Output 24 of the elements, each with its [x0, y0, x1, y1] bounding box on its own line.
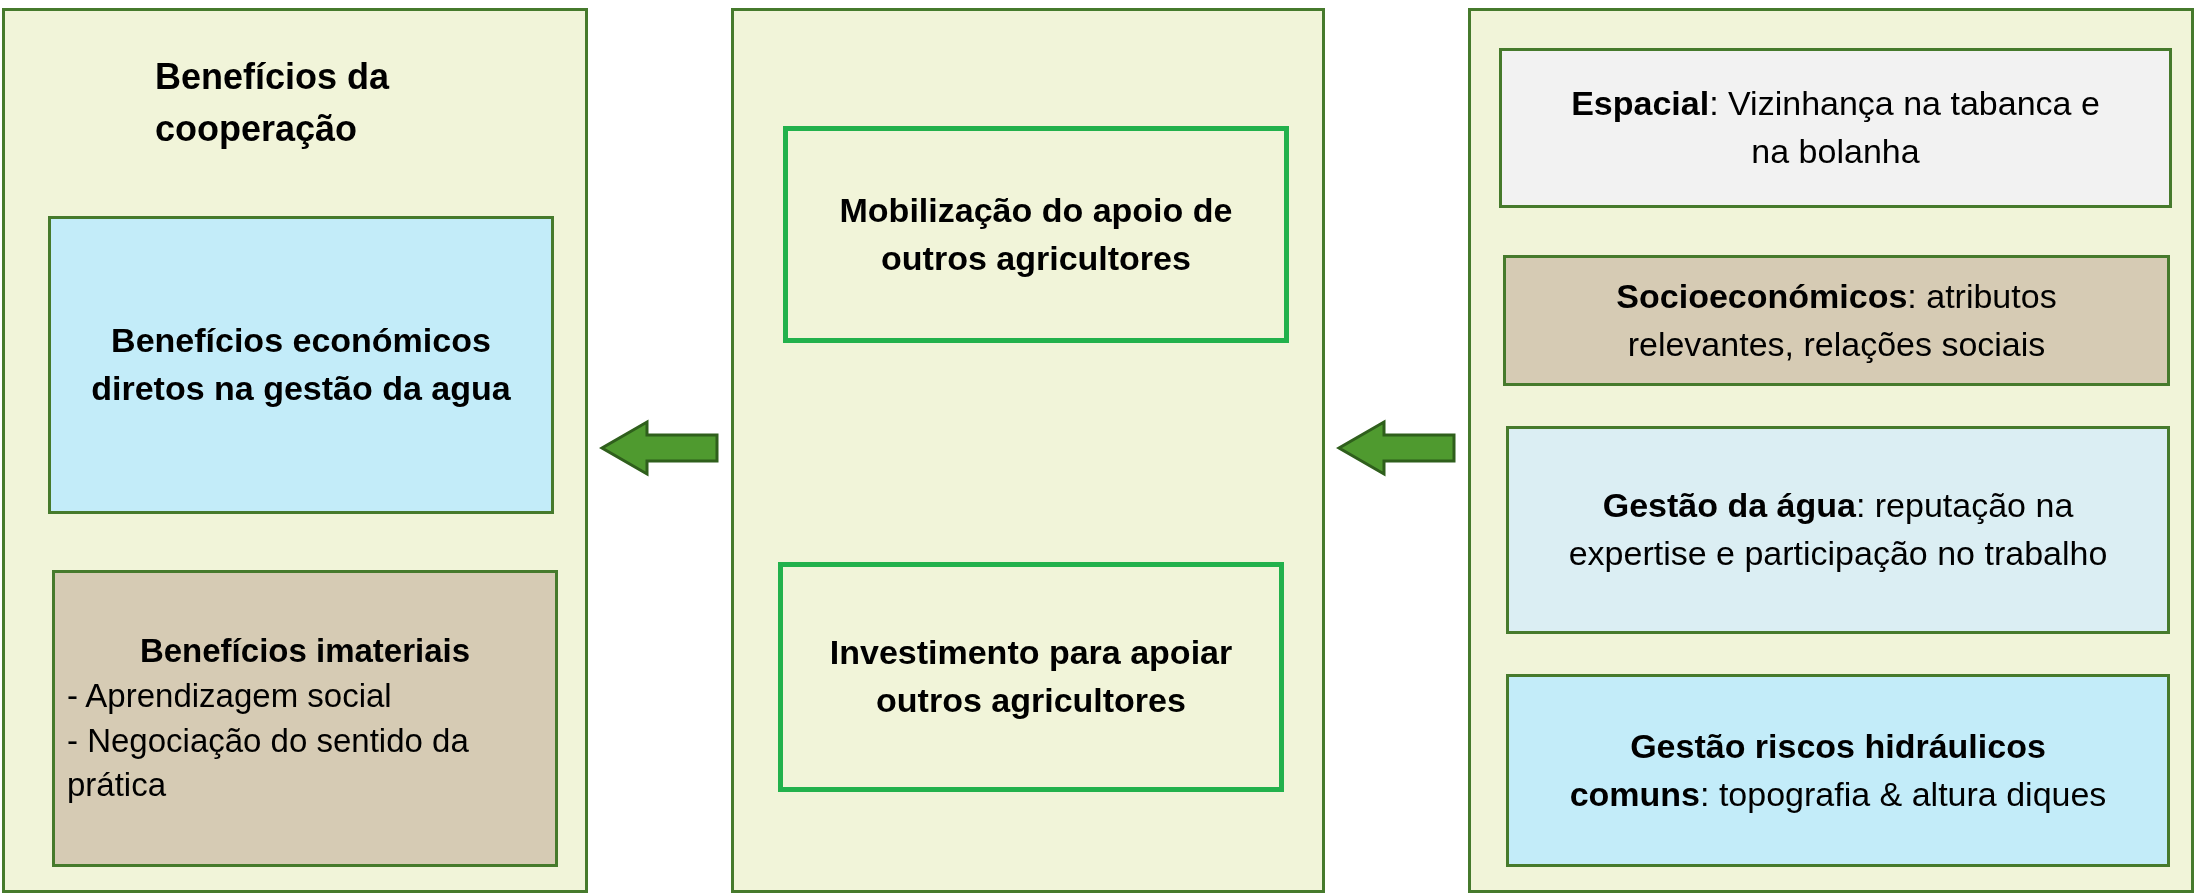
process-box: [1499, 48, 2172, 208]
list-item: - Aprendizagem social: [67, 675, 393, 716]
box-text: Investimento para apoiar outros agricultores: [828, 632, 1234, 721]
box-text: Gestão riscos hidráulicos comuns: topografia & altura diques: [1568, 725, 2108, 815]
box-text: Socioeconómicos: atributos relevantes, relações sociais: [1615, 275, 2058, 365]
list-item: - Negociação do sentido da prática: [67, 720, 470, 806]
panel-title: Benefícios da cooperação: [155, 55, 391, 152]
box-text: Gestão da água: reputação na expertise e participação no trabalho: [1567, 485, 2109, 574]
box-text: Benefícios económicos diretos na gestão da agua: [90, 320, 512, 409]
panel: [1468, 8, 2194, 893]
process-box: [783, 126, 1289, 343]
block-arrow: [1336, 419, 1456, 477]
box-text: Mobilização do apoio de outros agricultores: [838, 189, 1234, 279]
process-box: [1506, 426, 2170, 634]
panel: [2, 8, 588, 893]
panel: [731, 8, 1325, 893]
process-box: [48, 216, 554, 514]
box-text: Espacial: Vizinhança na tabanca e na bolanha: [1570, 83, 2101, 172]
box-heading: Benefícios imateriais: [138, 631, 472, 672]
process-box: [778, 562, 1284, 792]
process-box: [1506, 674, 2170, 867]
block-arrow: [599, 419, 719, 477]
process-box: [1503, 255, 2170, 386]
process-box: [52, 570, 558, 867]
